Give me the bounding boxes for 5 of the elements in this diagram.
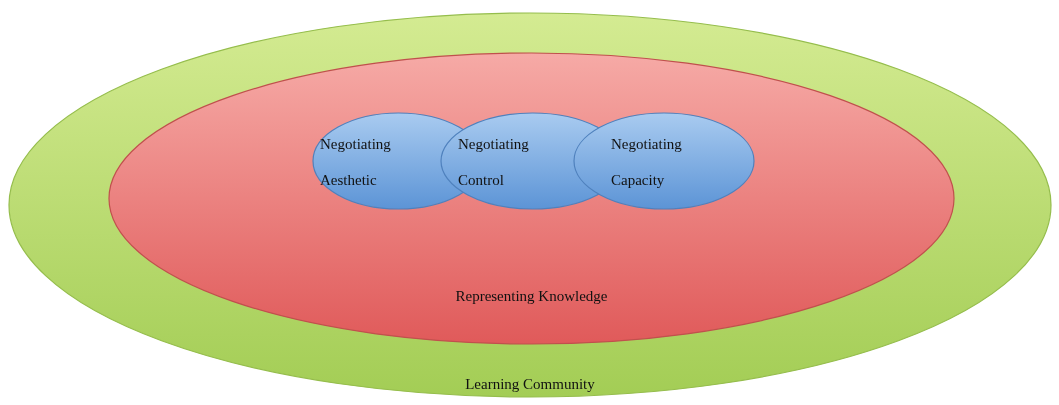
node-label: Negotiating Capacity (611, 135, 683, 190)
node-label: Negotiating Control (458, 135, 530, 190)
node-label: Learning Community (464, 375, 596, 394)
node-label: Negotiating Aesthetic (320, 135, 392, 190)
node-label: Representing Knowledge (454, 287, 609, 306)
